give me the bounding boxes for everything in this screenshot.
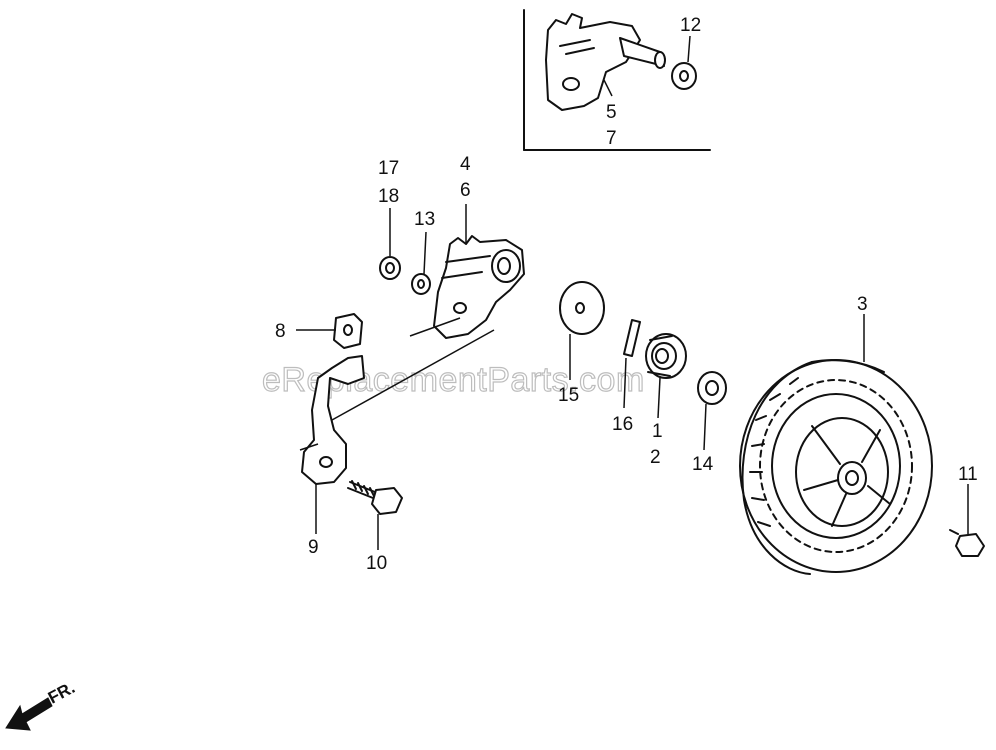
callout-labels: 12 5 7 4 6 17 18 13 8 9 10 15 16 1 2 14 … xyxy=(275,15,978,574)
nut-icon xyxy=(379,256,401,280)
callout-12: 12 xyxy=(680,15,701,36)
callout-5: 5 xyxy=(606,102,617,123)
bolt-icon xyxy=(949,529,985,557)
callout-4: 4 xyxy=(460,154,471,175)
callout-11: 11 xyxy=(958,464,978,485)
callout-10: 10 xyxy=(366,553,387,574)
callout-7: 7 xyxy=(606,128,617,149)
washer-icon xyxy=(697,371,727,405)
callout-14: 14 xyxy=(692,454,714,475)
pin-icon xyxy=(623,319,641,357)
callout-9: 9 xyxy=(308,537,319,558)
washer-icon xyxy=(671,62,697,90)
callout-1: 1 xyxy=(652,421,663,442)
callout-13: 13 xyxy=(414,209,435,230)
nut-icon xyxy=(333,313,363,349)
leader-lines xyxy=(296,35,969,550)
assembly-guide-line xyxy=(331,317,495,421)
callout-8: 8 xyxy=(275,321,286,342)
wheel-icon xyxy=(739,359,933,575)
bolt-icon xyxy=(347,480,403,515)
bracket-icon xyxy=(433,235,525,339)
washer-icon xyxy=(559,281,605,335)
washer-icon xyxy=(411,273,431,295)
callout-16: 16 xyxy=(612,414,633,435)
callout-18: 18 xyxy=(378,186,399,207)
bearing-icon xyxy=(645,333,687,379)
callout-17: 17 xyxy=(378,158,399,179)
front-direction-arrow-icon: FR. xyxy=(5,678,78,731)
callout-3: 3 xyxy=(857,294,868,315)
inset-frame xyxy=(523,9,711,151)
callout-15: 15 xyxy=(558,385,579,406)
callout-2: 2 xyxy=(650,447,661,468)
bracket-icon xyxy=(545,13,666,111)
lever-icon xyxy=(299,355,365,485)
callout-6: 6 xyxy=(460,180,471,201)
